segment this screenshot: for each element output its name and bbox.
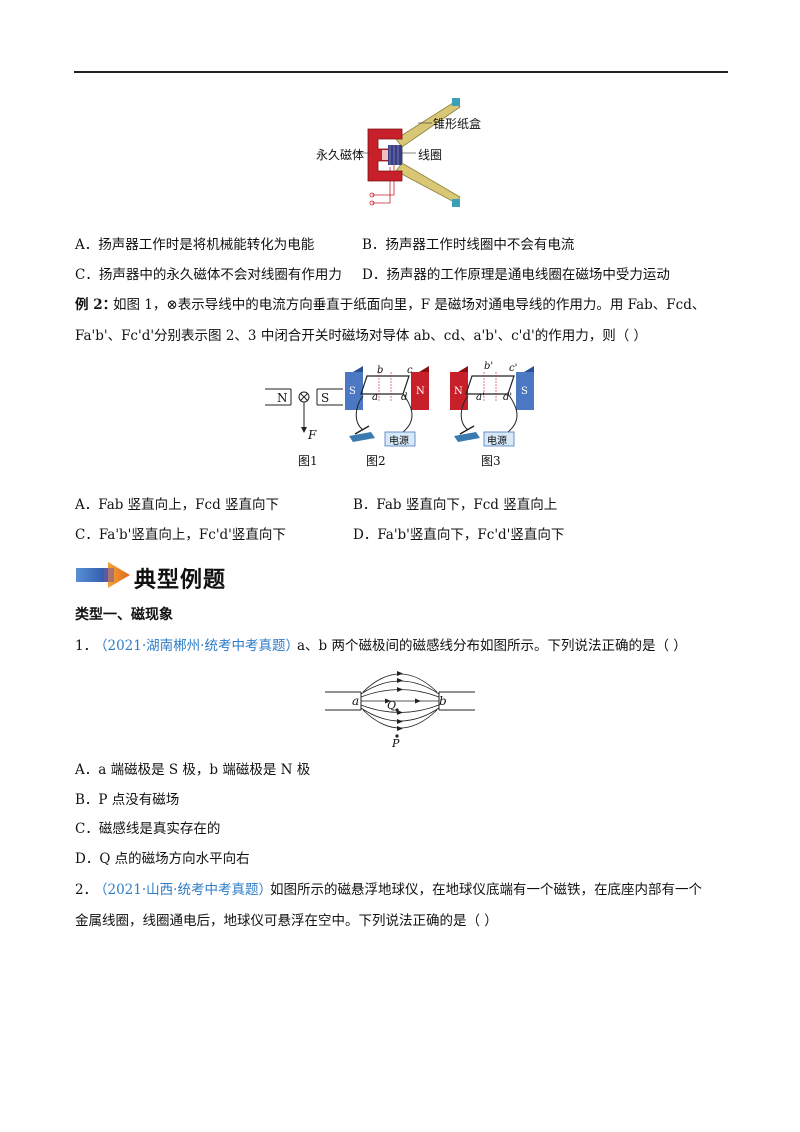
- label-permanent-magnet: 永久磁体: [316, 148, 365, 162]
- ex2-option-b: B．Fab 竖直向下，Fcd 竖直向上: [353, 497, 558, 513]
- fig-label-p: P: [392, 737, 400, 750]
- problem1-text: a、b 两个磁极间的磁感线分布如图所示。下列说法正确的是（ ）: [297, 638, 687, 654]
- ex2-option-d: D．Fa'b'竖直向下，Fc'd'竖直向下: [353, 527, 565, 543]
- problem2-line1: 如图所示的磁悬浮地球仪，在地球仪底端有一个磁铁，在底座内部有一个: [270, 882, 702, 898]
- fig3-label-b: b': [484, 361, 494, 372]
- example2-line1: 如图 1，⊗表示导线中的电流方向垂直于纸面向里，F 是磁场对通电导线的作用力。用…: [113, 297, 706, 313]
- example2-label: 例 2：: [75, 297, 117, 313]
- example2-line2: Fa'b'、Fc'd'分别表示图 2、3 中闭合开关时磁场对导体 ab、cd、a…: [75, 328, 648, 344]
- fig3-pole-s: S: [521, 386, 528, 397]
- q1-option-b: B．扬声器工作时线圈中不会有电流: [362, 237, 575, 253]
- banner-arrow-icon: [76, 562, 130, 588]
- cone-upper: [395, 100, 461, 148]
- fig-label-b: b: [439, 694, 447, 708]
- fig3-pole-n: N: [454, 386, 463, 397]
- problem1-option-c: C．磁感线是真实存在的: [75, 821, 221, 837]
- problem2-number: 2．: [75, 882, 98, 898]
- section-banner-title: 典型例题: [134, 568, 227, 593]
- fig1-pole-s: S: [321, 391, 330, 405]
- fig3-label-c: c': [509, 363, 518, 374]
- ex2-option-c: C．Fa'b'竖直向上，Fc'd'竖直向下: [75, 527, 286, 543]
- fig2-pole-s: S: [349, 386, 356, 397]
- fig2-label-b: b: [377, 365, 384, 376]
- fig1-force-label: F: [308, 428, 317, 442]
- fig2-label-a: a: [372, 392, 378, 403]
- q1-option-d: D．扬声器的工作原理是通电线圈在磁场中受力运动: [362, 267, 670, 283]
- problem1-option-a: A．a 端磁极是 S 极，b 端磁极是 N 极: [75, 762, 311, 778]
- type1-heading: 类型一、磁现象: [75, 607, 173, 623]
- fig-label-q: Q: [387, 699, 397, 712]
- fig2-battery: 电源: [389, 436, 409, 447]
- problem1-source-link[interactable]: （2021·湖南郴州·统考中考真题）: [94, 638, 299, 654]
- example2-figure1: [265, 388, 343, 433]
- fig3-label-d: d': [503, 392, 513, 403]
- problem1-option-d: D．Q 点的磁场方向水平向右: [75, 851, 250, 867]
- label-paper-cone: 锥形纸盒: [433, 117, 482, 131]
- problem1-option-b: B．P 点没有磁场: [75, 792, 180, 808]
- fig3-label-a: a': [476, 392, 485, 403]
- fig1-caption: 图1: [298, 454, 318, 468]
- problem2-line2: 金属线圈，线圈通电后，地球仪可悬浮在空中。下列说法正确的是（ ）: [75, 913, 498, 929]
- fig2-label-c: c: [407, 365, 413, 376]
- problem2-source-link[interactable]: （2021·山西·统考中考真题）: [94, 882, 272, 898]
- q1-option-c: C．扬声器中的永久磁体不会对线圈有作用力: [75, 267, 342, 283]
- fig3-battery: 电源: [487, 436, 507, 447]
- speaker-figure: [354, 98, 461, 207]
- q1-option-a: A．扬声器工作时是将机械能转化为电能: [75, 237, 315, 253]
- problem1-number: 1．: [75, 638, 98, 654]
- ex2-option-a: A．Fab 竖直向上，Fcd 竖直向下: [75, 497, 280, 513]
- header-rule: [74, 71, 728, 73]
- fig2-label-d: d: [401, 392, 408, 403]
- coil-shape: [388, 145, 402, 165]
- cone-lower: [395, 162, 461, 204]
- fig2-caption: 图2: [366, 454, 386, 468]
- fig1-pole-n: N: [277, 391, 288, 405]
- fig-label-a: a: [352, 694, 360, 708]
- fig3-caption: 图3: [481, 454, 501, 468]
- label-coil: 线圈: [418, 148, 443, 162]
- fig2-pole-n: N: [416, 386, 425, 397]
- problem1-field-lines-figure: [325, 671, 475, 738]
- example2-figure3: [450, 366, 534, 447]
- example2-figure2: [345, 366, 429, 447]
